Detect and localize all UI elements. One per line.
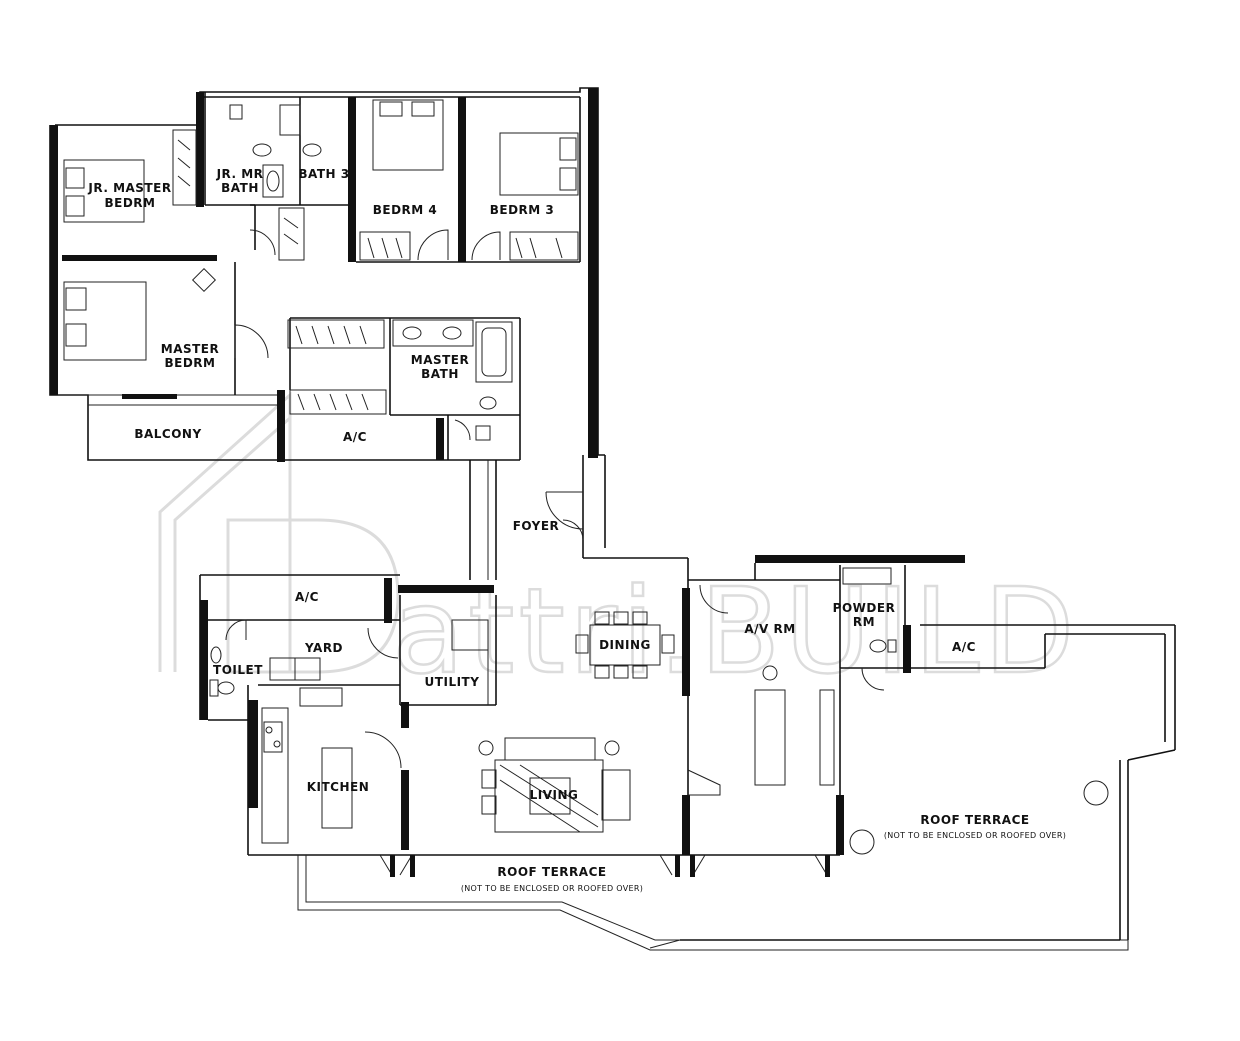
watermark-logo-text: attri.BUILD <box>392 562 1078 700</box>
label-toilet: TOILET <box>213 663 263 677</box>
label-roof-terrace-1: ROOF TERRACE <box>497 865 606 879</box>
label-ac-2: A/C <box>295 590 319 604</box>
doors <box>225 229 885 877</box>
bed-icon <box>63 159 145 223</box>
bed-icon-2 <box>372 99 444 171</box>
label-kitchen: KITCHEN <box>307 780 370 794</box>
room-labels: JR. MASTER BEDRM JR. MR BATH BATH 3 BEDR… <box>87 167 1066 893</box>
label-powder-rm-2: RM <box>853 615 875 629</box>
watermark: attri.BUILD <box>158 391 1078 701</box>
note-roof-terrace-2: (NOT TO BE ENCLOSED OR ROOFED OVER) <box>884 831 1066 840</box>
sofa-icon <box>754 689 786 786</box>
label-utility: UTILITY <box>425 675 480 689</box>
label-jr-mr-bath-2: BATH <box>221 181 259 195</box>
label-yard: YARD <box>304 641 343 655</box>
label-master-bath-2: BATH <box>421 367 459 381</box>
label-av-rm: A/V RM <box>744 622 795 636</box>
toilet-icon <box>252 143 272 157</box>
label-master-bedrm-2: BEDRM <box>165 356 216 370</box>
label-jr-master-bedrm-2: BEDRM <box>105 196 156 210</box>
label-dining: DINING <box>599 638 651 652</box>
label-bedrm-4: BEDRM 4 <box>373 203 438 217</box>
label-jr-master-bedrm-1: JR. MASTER <box>87 181 171 195</box>
label-living: LIVING <box>530 788 579 802</box>
fixtures <box>63 99 1109 855</box>
label-bath-3: BATH 3 <box>298 167 349 181</box>
label-roof-terrace-2: ROOF TERRACE <box>920 813 1029 827</box>
note-roof-terrace-1: (NOT TO BE ENCLOSED OR ROOFED OVER) <box>461 884 643 893</box>
label-master-bath-1: MASTER <box>411 353 470 367</box>
dining-table-icon <box>589 624 661 666</box>
watermark-house-icon <box>158 391 292 672</box>
bed-icon-3 <box>499 132 579 196</box>
label-master-bedrm-1: MASTER <box>161 342 220 356</box>
label-powder-rm-1: POWDER <box>833 601 896 615</box>
label-foyer: FOYER <box>513 519 560 533</box>
label-jr-mr-bath-1: JR. MR <box>216 167 264 181</box>
label-bedrm-3: BEDRM 3 <box>490 203 555 217</box>
toilet-icon-2 <box>302 143 322 157</box>
bathtub-icon <box>475 321 513 383</box>
bed-icon-4 <box>63 281 147 361</box>
label-ac-3: A/C <box>952 640 976 654</box>
label-ac-1: A/C <box>343 430 367 444</box>
walls <box>49 87 1176 951</box>
label-balcony: BALCONY <box>134 427 201 441</box>
